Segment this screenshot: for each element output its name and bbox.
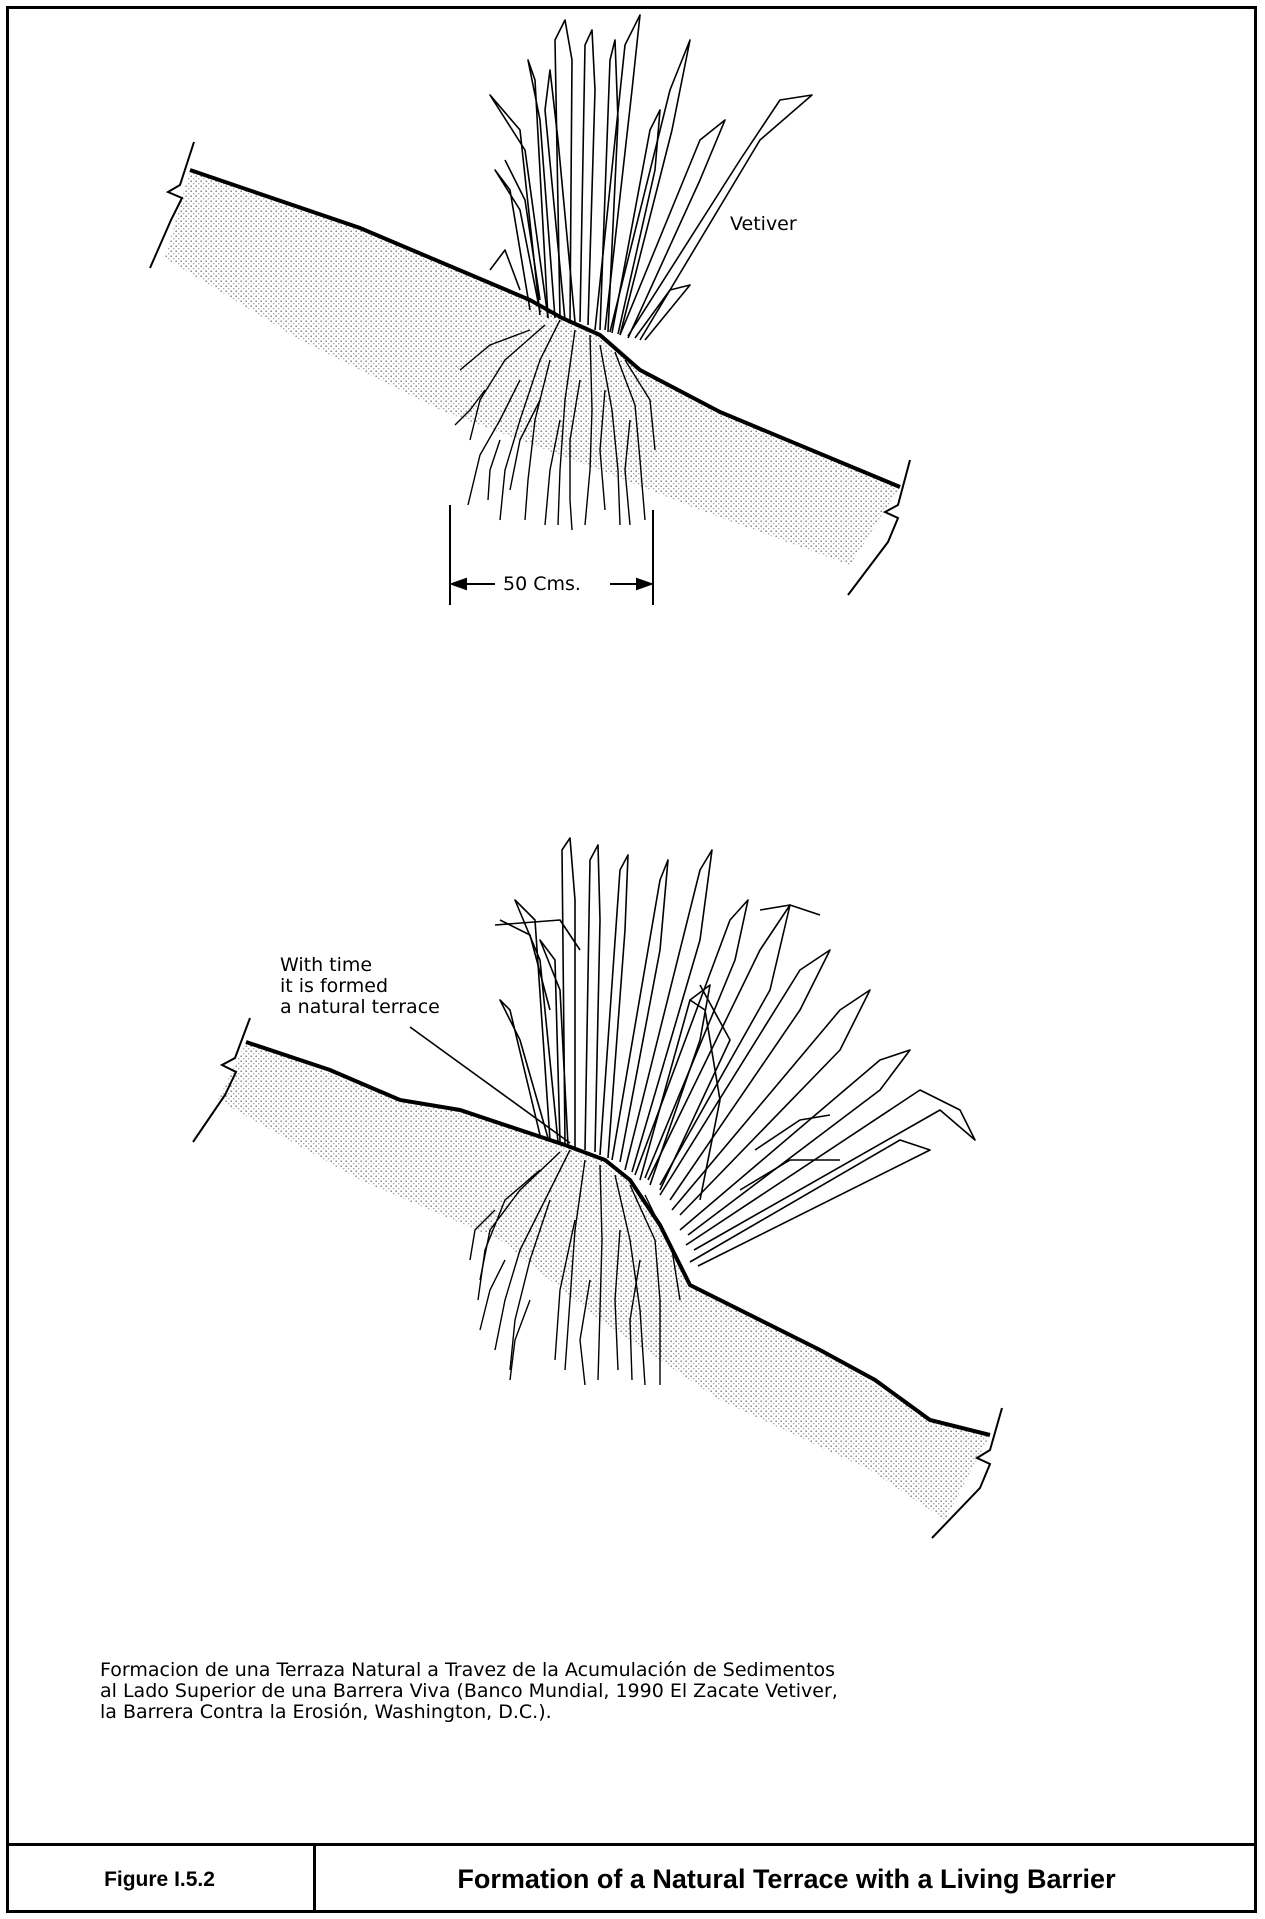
top-diagram — [150, 15, 910, 605]
caption-line: Formacion de una Terraza Natural a Trave… — [100, 1660, 1120, 1681]
top-vetiver-leaves — [490, 15, 812, 340]
figure-number: Figure I.5.2 — [6, 1846, 316, 1913]
terrace-note-line: it is formed — [280, 976, 388, 997]
bottom-soil-band — [218, 1042, 990, 1520]
figure-caption: Formacion de una Terraza Natural a Trave… — [100, 1660, 1120, 1723]
bottom-diagram — [193, 838, 1002, 1538]
terrace-note-line: a natural terrace — [280, 997, 440, 1018]
vetiver-label: Vetiver — [730, 214, 797, 235]
figure-title: Formation of a Natural Terrace with a Li… — [316, 1846, 1257, 1913]
caption-line: al Lado Superior de una Barrera Viva (Ba… — [100, 1681, 1120, 1702]
terrace-note-line: With time — [280, 955, 372, 976]
caption-line: la Barrera Contra la Erosión, Washington… — [100, 1702, 1120, 1723]
dimension-label: 50 Cms. — [500, 574, 584, 595]
title-block: Figure I.5.2 Formation of a Natural Terr… — [6, 1843, 1257, 1913]
